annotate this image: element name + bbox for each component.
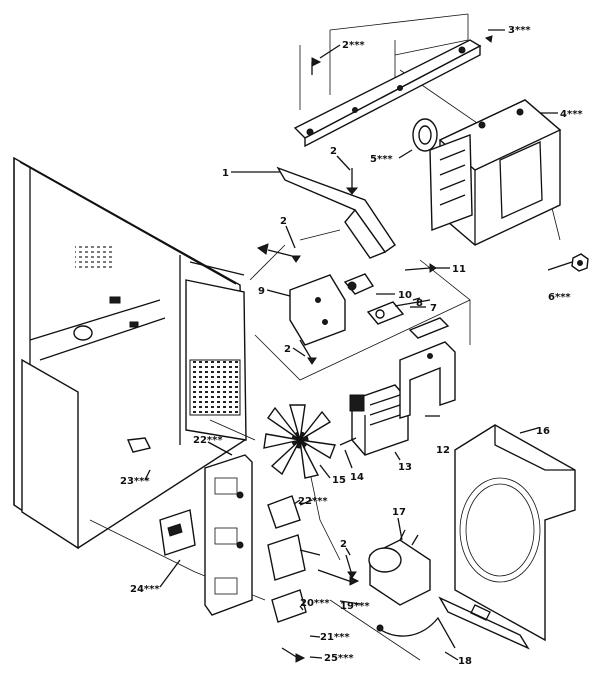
capacitor-small xyxy=(366,299,431,325)
callout-5: 5*** xyxy=(370,154,393,165)
thermostat xyxy=(343,273,375,295)
switch-bottom xyxy=(271,589,307,623)
callout-7: 7 xyxy=(430,303,437,314)
callout-2-top: 2*** xyxy=(342,40,365,51)
screw-icon xyxy=(345,554,357,579)
callout-6: 6*** xyxy=(548,292,571,303)
transformer xyxy=(412,99,562,246)
switch-middle xyxy=(267,534,321,581)
callout-11: 11 xyxy=(452,264,466,275)
callout-12: 12 xyxy=(436,445,450,456)
fan-blade xyxy=(263,404,336,479)
mounting-plate xyxy=(289,274,346,365)
fan-motor xyxy=(339,384,409,456)
callout-2-left: 2 xyxy=(280,216,287,227)
latch xyxy=(126,437,152,453)
motor-bracket xyxy=(399,317,456,419)
callout-17: 17 xyxy=(392,507,406,518)
callout-23: 23*** xyxy=(120,476,150,487)
callout-1: 1 xyxy=(222,168,229,179)
callout-15: 15 xyxy=(332,475,346,486)
screw-icon xyxy=(317,569,360,586)
callout-2-cap: 2 xyxy=(340,539,347,550)
callout-2-lower: 2 xyxy=(284,344,291,355)
callout-22-left: 22*** xyxy=(193,435,223,446)
cabinet xyxy=(13,156,247,550)
callout-labels: 1 2*** 3*** 4*** 5*** 2 2 6*** 11 9 10 8… xyxy=(120,25,583,667)
screw-icon xyxy=(404,263,437,273)
callout-14: 14 xyxy=(350,472,364,483)
callout-25: 25*** xyxy=(324,653,354,664)
callout-9: 9 xyxy=(258,286,265,297)
screw-icon xyxy=(311,57,322,75)
callout-4: 4*** xyxy=(560,109,583,120)
callout-20: 20*** xyxy=(300,598,330,609)
interlock-bracket xyxy=(204,454,253,616)
capacitor xyxy=(368,529,431,606)
callout-13: 13 xyxy=(398,462,412,473)
callout-2-mid: 2 xyxy=(330,146,337,157)
screw-icon xyxy=(281,647,306,663)
callout-19: 19*** xyxy=(340,601,370,612)
nut-icon xyxy=(571,253,589,272)
callout-18: 18 xyxy=(458,656,472,667)
air-guide xyxy=(454,424,576,642)
leader-lines xyxy=(144,29,573,661)
callout-10: 10 xyxy=(398,290,412,301)
callout-16: 16 xyxy=(536,426,550,437)
screw-icon xyxy=(256,243,301,263)
wire-harness xyxy=(376,596,530,650)
callout-3: 3*** xyxy=(508,25,531,36)
switch-top xyxy=(267,495,313,529)
top-bracket xyxy=(293,35,493,148)
callout-24: 24*** xyxy=(130,584,160,595)
callout-21: 21*** xyxy=(320,632,350,643)
latch-hook xyxy=(159,509,196,556)
screw-icon xyxy=(345,168,359,195)
callout-22-right: 22*** xyxy=(298,496,328,507)
bracket xyxy=(276,166,396,259)
callout-8: 8 xyxy=(416,298,423,309)
